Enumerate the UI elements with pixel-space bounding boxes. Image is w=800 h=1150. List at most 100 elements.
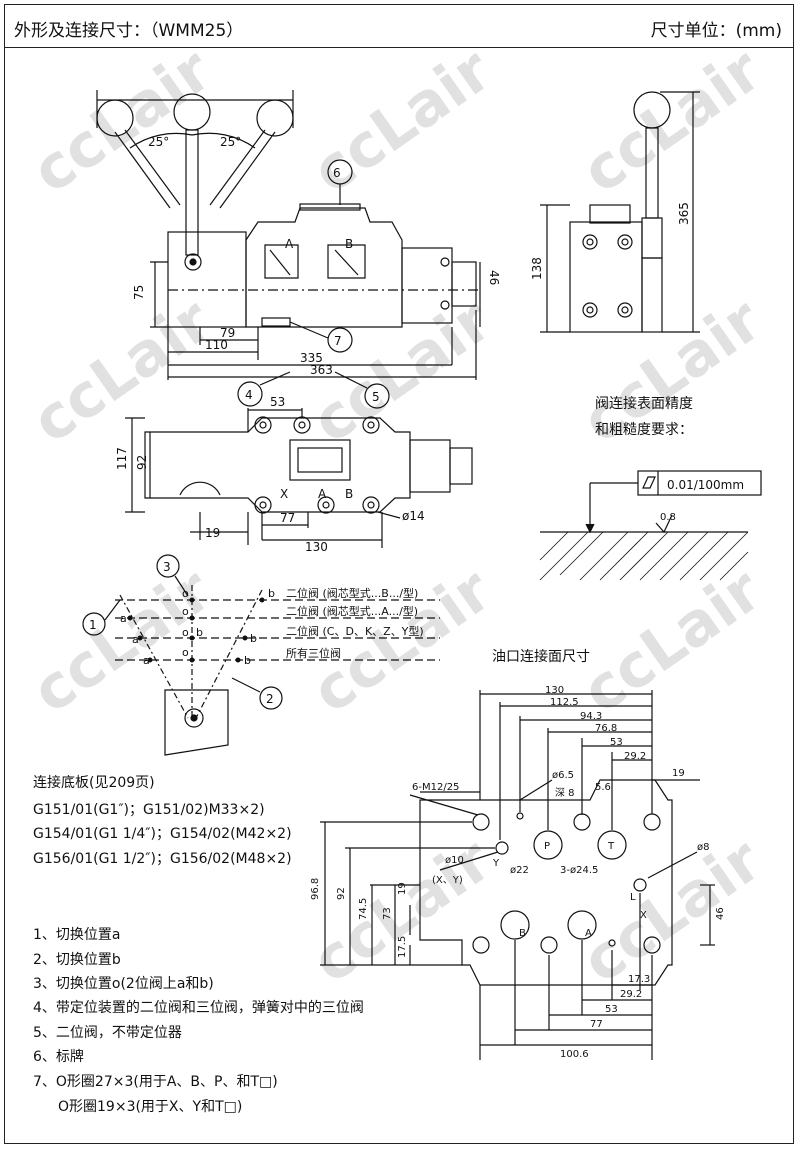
label-a-top: A — [318, 487, 327, 501]
surface-spec — [539, 470, 762, 581]
dim-75: 75 — [132, 285, 146, 300]
pf-label-d22: ø22 — [510, 865, 529, 876]
dim-19: 19 — [205, 526, 220, 540]
legend-item-7: 7、O形圈27×3(用于A、B、P、和T□) — [33, 1074, 278, 1090]
pf-dim-53: 53 — [610, 737, 623, 748]
pos-letter: b — [196, 626, 203, 639]
dim-92: 92 — [135, 455, 149, 470]
lever-ball-left — [96, 99, 134, 137]
dim-130: 130 — [305, 540, 328, 554]
callout-2 — [259, 686, 283, 710]
callout-5-label: 5 — [372, 390, 380, 404]
pf-dim-17-3: 17.3 — [628, 974, 650, 985]
unit-label: 尺寸单位：(mm) — [650, 21, 782, 41]
bolt-hole — [643, 813, 661, 831]
pf-label-p: P — [544, 841, 550, 852]
port-x — [633, 878, 647, 892]
front-view — [96, 90, 481, 409]
port-face — [320, 690, 715, 1060]
legend-item-4: 4、带定位装置的二位阀和三位阀，弹簧对中的三位阀 — [33, 1000, 364, 1016]
callout-3-label: 3 — [163, 560, 171, 574]
angle-left: 25° — [148, 135, 169, 149]
dim-335: 335 — [300, 351, 323, 365]
position-row-1: 二位阀 (阀芯型式...B.../型) — [286, 586, 418, 600]
legend-item-1: 1、切换位置a — [33, 927, 121, 943]
pf-dim-94-3: 94.3 — [580, 711, 602, 722]
pf-dim-73: 73 — [382, 907, 393, 920]
pf-dim-46: 46 — [715, 907, 726, 920]
position-row-4: 所有三位阀 — [286, 646, 341, 660]
port-p — [533, 830, 563, 860]
bolt-hole — [540, 936, 558, 954]
pos-letter: a — [132, 633, 139, 646]
drawing-frame — [4, 4, 794, 1144]
port-y — [495, 841, 509, 855]
port-b-label: B — [345, 237, 353, 251]
callout-5 — [364, 383, 390, 409]
pf-label-x: X — [640, 910, 647, 921]
pf-label-d6-5: ø6.5 — [552, 770, 574, 781]
dim-138: 138 — [530, 257, 544, 280]
pf-label-d8: ø8 — [697, 842, 709, 853]
pf-label-t: T — [607, 841, 615, 852]
pf-dim-19-v: 19 — [397, 882, 408, 895]
callout-4-label: 4 — [245, 388, 253, 402]
callout-2-label: 2 — [266, 692, 274, 706]
pf-dim-5-6: 5.6 — [595, 782, 611, 793]
legend-item-7b: O形圈19×3(用于X、Y和T□) — [58, 1099, 243, 1115]
bolt-hole — [643, 936, 661, 954]
flatness-value: 0.01/100mm — [667, 478, 744, 492]
pos-letter: b — [268, 587, 275, 600]
label-b-top: B — [345, 487, 353, 501]
callout-1-label: 1 — [89, 618, 97, 632]
subplate-line: G154/01(G1 1/4″)；G154/02(M42×2) — [33, 826, 292, 842]
port-a-label: A — [285, 237, 294, 251]
pf-dim-29-2: 29.2 — [624, 751, 646, 762]
bolt-hole — [472, 936, 490, 954]
legend-item-2: 2、切换位置b — [33, 952, 121, 968]
pf-dim-53-b: 53 — [605, 1004, 618, 1015]
subplate-title: 连接底板(见209页) — [33, 775, 155, 791]
surface-title-2: 和粗糙度要求： — [595, 422, 693, 438]
callout-7-label: 7 — [334, 334, 342, 348]
pos-letter: o — [182, 626, 189, 639]
pf-dim-17-5: 17.5 — [397, 936, 408, 958]
pf-label-b: B — [519, 928, 526, 939]
bolt-hole — [472, 813, 490, 831]
pf-dim-112-5: 112.5 — [550, 697, 579, 708]
pf-dim-19: 19 — [672, 768, 685, 779]
header-bar: 外形及连接尺寸：（WMM25） 尺寸单位：(mm) — [4, 4, 794, 48]
pf-dim-96-8: 96.8 — [310, 878, 321, 900]
pos-letter: b — [244, 654, 251, 667]
callout-1 — [82, 612, 106, 636]
port-a — [567, 910, 597, 940]
dim-365: 365 — [677, 202, 691, 225]
dim-46: 46 — [487, 270, 501, 285]
pos-letter: a — [120, 612, 127, 625]
pf-label-d10: ø10 — [445, 855, 464, 866]
pf-label-a: A — [585, 928, 592, 939]
dim-363: 363 — [310, 363, 333, 377]
pos-letter: o — [182, 646, 189, 659]
port-t — [597, 830, 627, 860]
dim-79: 79 — [220, 326, 235, 340]
pf-dim-92: 92 — [336, 887, 347, 900]
pf-label-bolts: 6-M12/25 — [412, 782, 459, 793]
top-view — [125, 408, 473, 548]
subplate-line: G156/01(G1 1/2″)；G156/02(M48×2) — [33, 851, 292, 867]
pf-label-xy: (X、Y) — [432, 875, 463, 886]
pf-label-3d24: 3-ø24.5 — [560, 865, 598, 876]
pos-letter: b — [250, 632, 257, 645]
dim-110: 110 — [205, 338, 228, 352]
pf-dim-29-2-b: 29.2 — [620, 989, 642, 1000]
dim-117: 117 — [115, 447, 129, 470]
callout-4 — [237, 381, 263, 407]
position-diagram — [82, 554, 440, 756]
dim-77: 77 — [280, 511, 295, 525]
pf-dim-74-5: 74.5 — [358, 898, 369, 920]
pf-dim-77: 77 — [590, 1019, 603, 1030]
pf-label-depth: 深 8 — [555, 787, 575, 799]
side-view — [540, 91, 700, 333]
o-ring — [261, 317, 291, 327]
